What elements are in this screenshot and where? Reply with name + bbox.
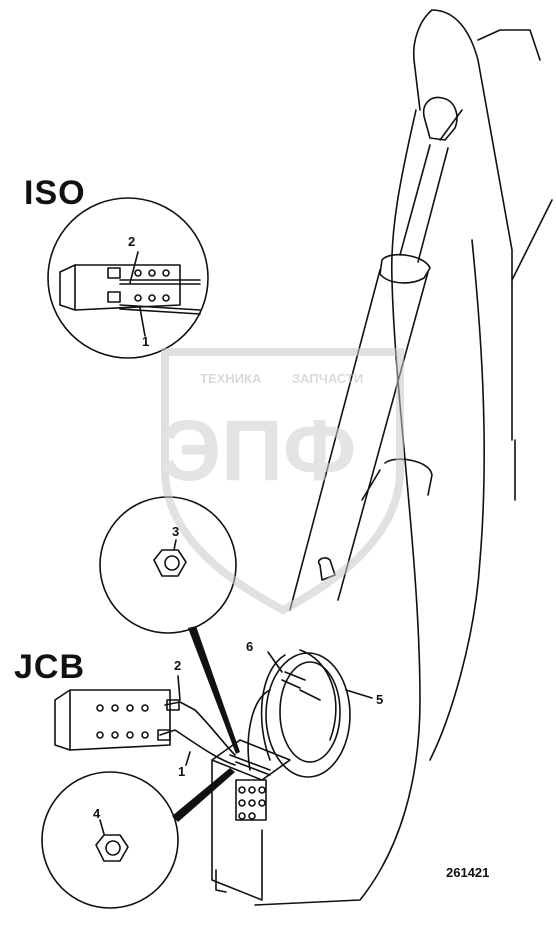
callout-5: 5 <box>376 692 383 707</box>
boom-arm <box>254 9 553 906</box>
callout-jcb-2: 2 <box>174 658 181 673</box>
leader-lines <box>267 651 373 699</box>
iso-heading: ISO <box>24 174 86 212</box>
jcb-lever-block <box>54 675 236 766</box>
iso-detail-circle <box>47 197 209 359</box>
watermark-logo-text: ЭПФ <box>160 403 356 499</box>
callout-4: 4 <box>93 806 101 821</box>
hose-coil <box>247 649 351 778</box>
hydraulic-ram <box>289 96 463 611</box>
callout-3: 3 <box>172 524 179 539</box>
valve-block <box>211 739 291 901</box>
callout-jcb-1: 1 <box>178 764 185 779</box>
detail-pointers <box>172 626 240 822</box>
watermark-top-left: ТЕХНИКА <box>200 371 262 386</box>
part-number: 261421 <box>446 865 490 880</box>
nut-detail-circle-4 <box>41 771 179 909</box>
jcb-heading: JCB <box>14 648 86 686</box>
callout-iso-2: 2 <box>128 234 135 249</box>
watermark: ТЕХНИКА ЗАПЧАСТИ ЭПФ <box>160 348 404 615</box>
watermark-top-right: ЗАПЧАСТИ <box>292 371 363 386</box>
callout-6: 6 <box>246 639 253 654</box>
callout-iso-1: 1 <box>142 334 149 349</box>
